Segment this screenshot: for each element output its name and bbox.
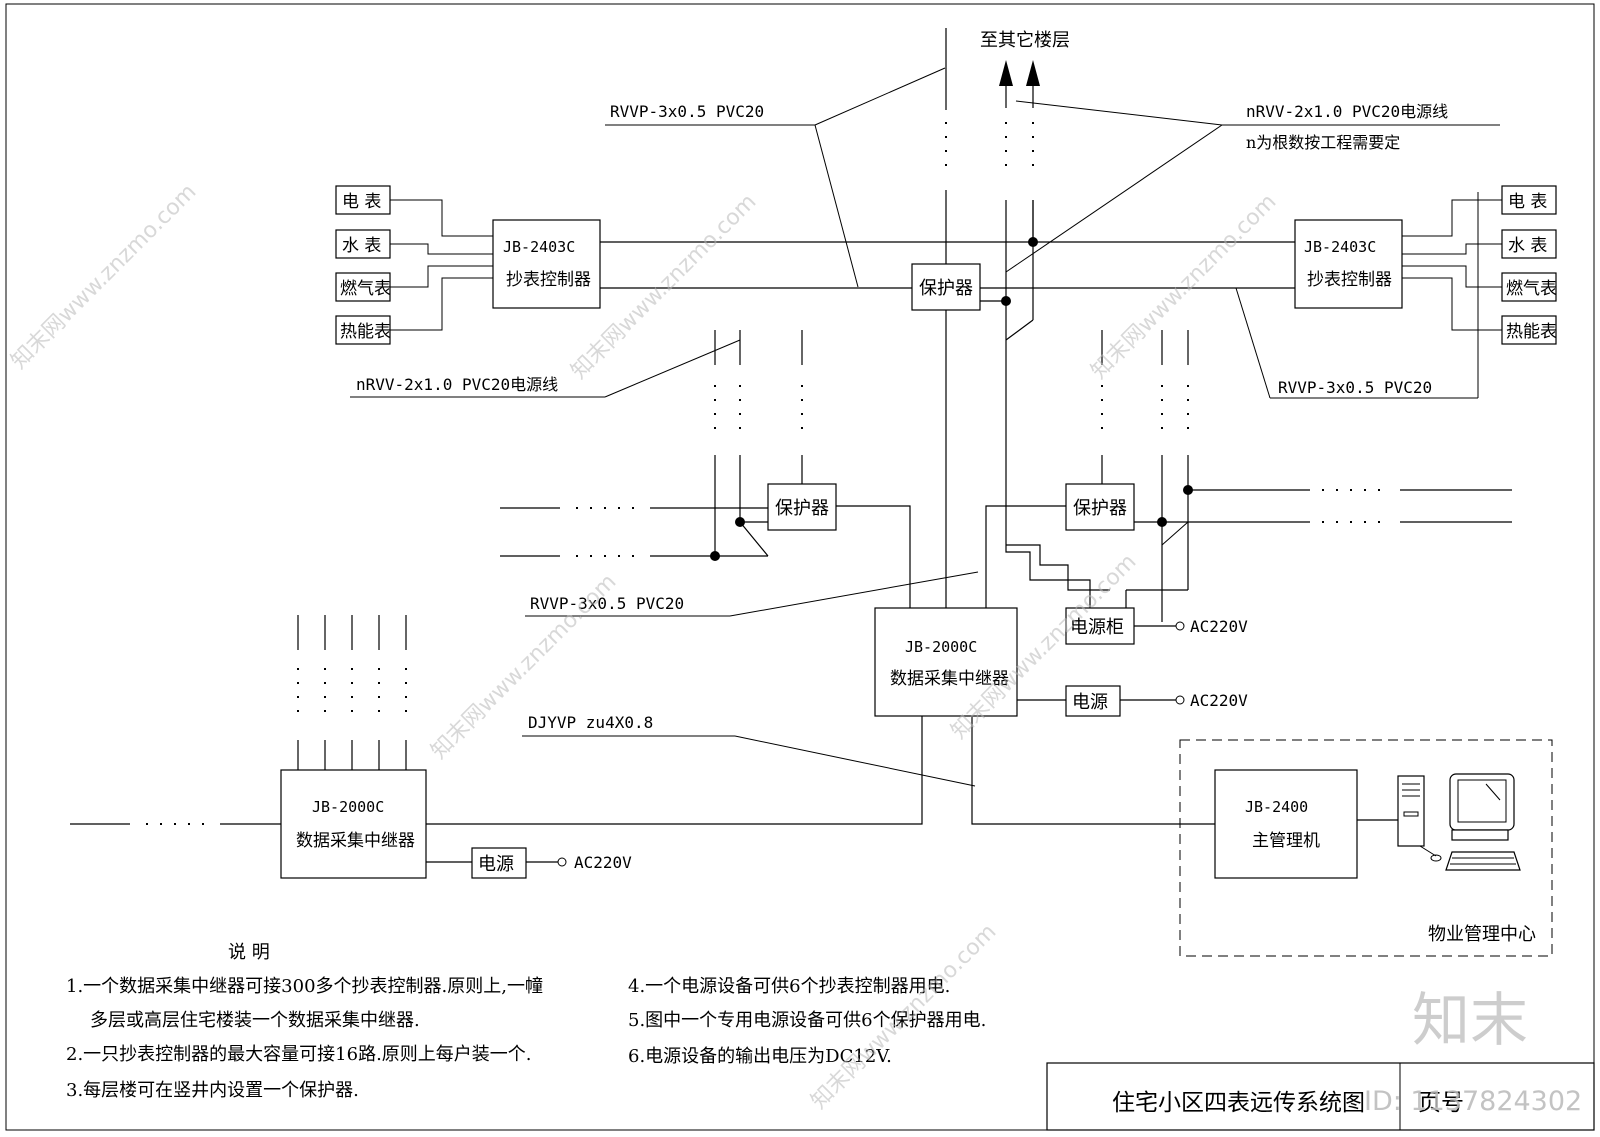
meter-label: 热能表 [340, 322, 391, 342]
meter-box [335, 272, 391, 302]
junction-dot [735, 517, 745, 527]
note-item: 6.电源设备的输出电压为DC12V. [628, 1046, 892, 1067]
concentrator-name: 数据采集中继器 [890, 669, 1009, 689]
host-management-computer [1214, 769, 1358, 879]
meter-box [1501, 272, 1557, 302]
controller-name: 抄表控制器 [1307, 270, 1392, 290]
management-center-label: 物业管理中心 [1428, 924, 1536, 945]
meter-label: 燃气表 [340, 279, 391, 299]
power-cabinet-label: 电源柜 [1070, 617, 1124, 638]
meter-controller-left [492, 219, 601, 309]
meter-label: 电 表 [1508, 192, 1547, 212]
note-item: 5.图中一个专用电源设备可供6个保护器用电. [628, 1010, 986, 1031]
watermark-id: ID: 1137824302 [1364, 1086, 1582, 1117]
protector-right [1065, 483, 1135, 531]
ac-label: AC220V [1190, 691, 1248, 710]
note-item: 3.每层楼可在竖井内设置一个保护器. [66, 1080, 359, 1101]
cable-note-n: n为根数按工程需要定 [1246, 133, 1400, 152]
power-supply-center [1065, 685, 1121, 717]
management-center-boundary [1179, 739, 1553, 957]
arrow-up-icon [999, 60, 1013, 86]
power-cabinet [1065, 607, 1135, 645]
power-label: 电源 [1072, 692, 1108, 713]
ac-label: AC220V [1190, 617, 1248, 636]
left-meters: 电 表 水 表 燃气表 热能表 [335, 185, 391, 345]
host-model: JB-2400 [1245, 798, 1308, 816]
junction-dot [1183, 485, 1193, 495]
meter-box [1501, 185, 1557, 215]
meter-box [335, 315, 391, 345]
watermark-brand: 知末 [1412, 986, 1528, 1054]
junction-dot [710, 551, 720, 561]
protector-center [911, 263, 981, 311]
ac-label: AC220V [574, 853, 632, 872]
data-concentrator-left [280, 769, 427, 879]
note-item: 1.一个数据采集中继器可接300多个抄表控制器.原则上,一幢 [66, 976, 543, 997]
drawing-title: 住宅小区四表远传系统图 [1112, 1090, 1365, 1116]
meter-label: 热能表 [1506, 322, 1557, 342]
junction-dot [1157, 517, 1167, 527]
ac-terminal-icon [1175, 695, 1185, 705]
note-item: 多层或高层住宅楼装一个数据采集中继器. [90, 1010, 420, 1031]
up-arrows [999, 60, 1040, 108]
cable-label-djyvp: DJYVP zu4X0.8 [528, 713, 653, 732]
cable-label-nrvv-top: nRVV-2x1.0 PVC20电源线 [1246, 102, 1448, 121]
notes-title: 说 明 [228, 942, 270, 963]
page-label: 页号 [1418, 1090, 1464, 1116]
meter-label: 水 表 [342, 236, 381, 256]
computer-workstation-icon [1397, 773, 1521, 871]
data-concentrator-center [874, 607, 1018, 717]
controller-name: 抄表控制器 [506, 270, 591, 290]
protector-label: 保护器 [1073, 498, 1127, 519]
ac-terminal-icon [1175, 621, 1185, 631]
controller-model: JB-2403C [503, 238, 575, 256]
watermark-site: 知末网www.znzmo.com [7, 179, 202, 374]
concentrator-model: JB-2000C [312, 798, 384, 816]
protector-label: 保护器 [775, 498, 829, 519]
watermark-site: 知末网www.znzmo.com [427, 569, 622, 764]
concentrator-name: 数据采集中继器 [296, 831, 415, 851]
junction-dot [1028, 237, 1038, 247]
protector-left [767, 483, 837, 531]
to-other-floors-label: 至其它楼层 [980, 30, 1070, 51]
meter-label: 水 表 [1508, 236, 1547, 256]
note-item: 4.一个电源设备可供6个抄表控制器用电. [628, 976, 950, 997]
right-meters: 电 表 水 表 燃气表 热能表 [1501, 185, 1557, 345]
watermark-site: 知末网www.znzmo.com [1087, 189, 1282, 384]
power-supply-left [471, 847, 527, 879]
arrow-up-icon [1026, 60, 1040, 86]
meter-box [1501, 229, 1557, 259]
meter-box [335, 185, 391, 215]
cable-label-rvvp-right: RVVP-3x0.5 PVC20 [1278, 378, 1432, 397]
controller-model: JB-2403C [1304, 238, 1376, 256]
ac-terminal-icon [557, 857, 567, 867]
note-item: 2.一只抄表控制器的最大容量可接16路.原则上每户装一个. [66, 1044, 532, 1065]
drawing-frame [5, 3, 1595, 1131]
host-name: 主管理机 [1252, 831, 1320, 851]
meter-label: 燃气表 [1506, 279, 1557, 299]
protector-label: 保护器 [919, 278, 973, 299]
cable-label-nrvv-left: nRVV-2x1.0 PVC20电源线 [356, 375, 558, 394]
meter-controller-right [1294, 219, 1403, 309]
meter-box [1501, 315, 1557, 345]
concentrator-model: JB-2000C [905, 638, 977, 656]
meter-box [335, 229, 391, 259]
cable-label-rvvp-mid: RVVP-3x0.5 PVC20 [530, 594, 684, 613]
title-block [1046, 1062, 1595, 1131]
meter-label: 电 表 [342, 192, 381, 212]
cable-label-rvvp-top: RVVP-3x0.5 PVC20 [610, 102, 764, 121]
power-label: 电源 [478, 854, 514, 875]
